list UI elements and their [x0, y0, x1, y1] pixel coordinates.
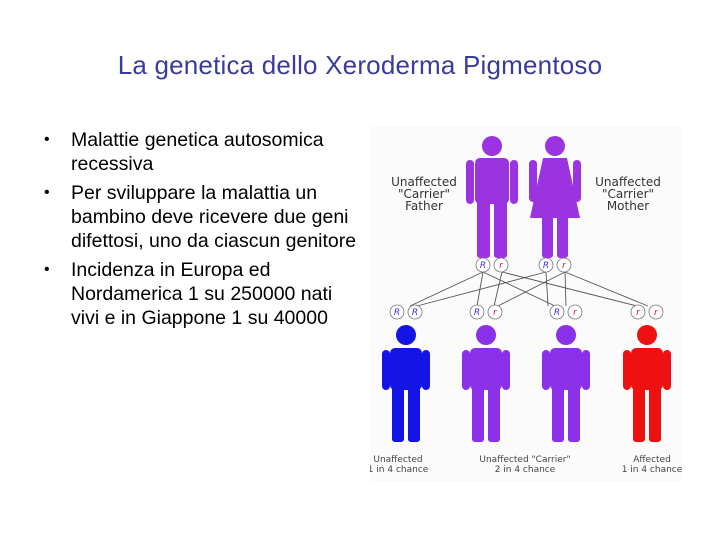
- child3-allele-2: r: [573, 308, 578, 318]
- child-labels: Unaffected 1 in 4 chance Unaffected "Car…: [368, 455, 683, 475]
- mother-allele-2-icon: [556, 257, 572, 273]
- mother-label-line2: "Carrier": [602, 187, 654, 201]
- inheritance-diagram: Unaffected "Carrier" Father Unaffected "…: [368, 126, 683, 482]
- child-alleles: R R R r R r r r: [389, 304, 664, 320]
- child4-allele-2-icon: [648, 304, 664, 320]
- line-father-r-child2: [493, 271, 503, 307]
- bullet-text: Incidenza in Europa ed Nordamerica 1 su …: [71, 259, 333, 329]
- bullet-dot-icon: •: [44, 184, 50, 201]
- mother-label: Unaffected "Carrier" Mother: [595, 175, 661, 213]
- child23-label-line2: 2 in 4 chance: [495, 465, 556, 475]
- mother-allele-1: R: [543, 261, 549, 271]
- father-figure-icon: [466, 136, 518, 258]
- child2-allele-1: R: [474, 308, 480, 318]
- child1-allele-2: R: [412, 308, 418, 318]
- mother-allele-1-icon: [538, 257, 554, 273]
- child3-allele-1: R: [554, 308, 560, 318]
- child1-allele-1-icon: [389, 304, 405, 320]
- inheritance-diagram-svg: Unaffected "Carrier" Father Unaffected "…: [368, 136, 683, 475]
- child2-allele-1-icon: [469, 304, 485, 320]
- bullet-text: Malattie genetica autosomica recessiva: [71, 129, 324, 175]
- line-mother-r-child2: [497, 271, 566, 307]
- child4-allele-1-icon: [630, 304, 646, 320]
- mother-allele-2: r: [562, 261, 567, 271]
- mother-figure-icon: [529, 136, 581, 258]
- bullet-item: • Per sviluppare la malattia un bambino d…: [40, 181, 360, 253]
- line-mother-R-child3: [545, 271, 549, 307]
- child1-label-line2: 1 in 4 chance: [370, 465, 429, 475]
- line-mother-R-child1: [416, 271, 547, 307]
- bullet-item: • Incidenza in Europa ed Nordamerica 1 su…: [40, 258, 360, 330]
- line-father-R-child1: [409, 271, 484, 307]
- child4-allele-2: r: [654, 308, 659, 318]
- father-label: Unaffected "Carrier" Father: [391, 175, 457, 213]
- bullet-item: • Malattie genetica autosomica recessiva: [40, 128, 360, 176]
- child3-figure-icon: [542, 325, 590, 442]
- child2-figure-icon: [462, 325, 510, 442]
- child2-allele-2-icon: [487, 304, 503, 320]
- line-father-R-child3: [482, 271, 556, 307]
- child4-label-line2: 1 in 4 chance: [622, 465, 682, 475]
- bullet-list: •Malattie genetica autosomica recessiva …: [40, 128, 360, 335]
- child4-allele-1: r: [636, 308, 641, 318]
- father-allele-2: r: [499, 261, 504, 271]
- child1-label-line1: Unaffected: [373, 455, 422, 465]
- bullet-dot-icon: •: [44, 131, 50, 148]
- father-allele-1-icon: [475, 257, 491, 273]
- bullet-text: Per sviluppare la malattia un bambino de…: [71, 182, 357, 252]
- father-label-line2: "Carrier": [398, 187, 450, 201]
- line-mother-r-child3: [564, 271, 567, 307]
- parent-alleles: R r R r: [475, 257, 572, 273]
- mother-label-line3: Mother: [607, 199, 649, 213]
- father-label-line1: Unaffected: [391, 175, 457, 189]
- line-mother-r-child4: [564, 271, 649, 307]
- child1-figure-icon: [382, 325, 430, 442]
- bullet-dot-icon: •: [44, 261, 50, 278]
- child23-label-line1: Unaffected "Carrier": [479, 455, 570, 465]
- inheritance-lines: [409, 271, 649, 307]
- father-allele-2-icon: [493, 257, 509, 273]
- child4-figure-icon: [623, 325, 671, 442]
- father-label-line3: Father: [405, 199, 443, 213]
- child3-allele-2-icon: [567, 304, 583, 320]
- child2-allele-2: r: [493, 308, 498, 318]
- child1-allele-1: R: [394, 308, 400, 318]
- father-allele-1: R: [480, 261, 486, 271]
- child1-allele-2-icon: [407, 304, 423, 320]
- child4-label-line1: Affected: [633, 455, 671, 465]
- line-father-r-child4: [501, 271, 638, 307]
- child3-allele-1-icon: [549, 304, 565, 320]
- slide-title: La genetica dello Xeroderma Pigmentoso: [117, 50, 603, 80]
- mother-label-line1: Unaffected: [595, 175, 661, 189]
